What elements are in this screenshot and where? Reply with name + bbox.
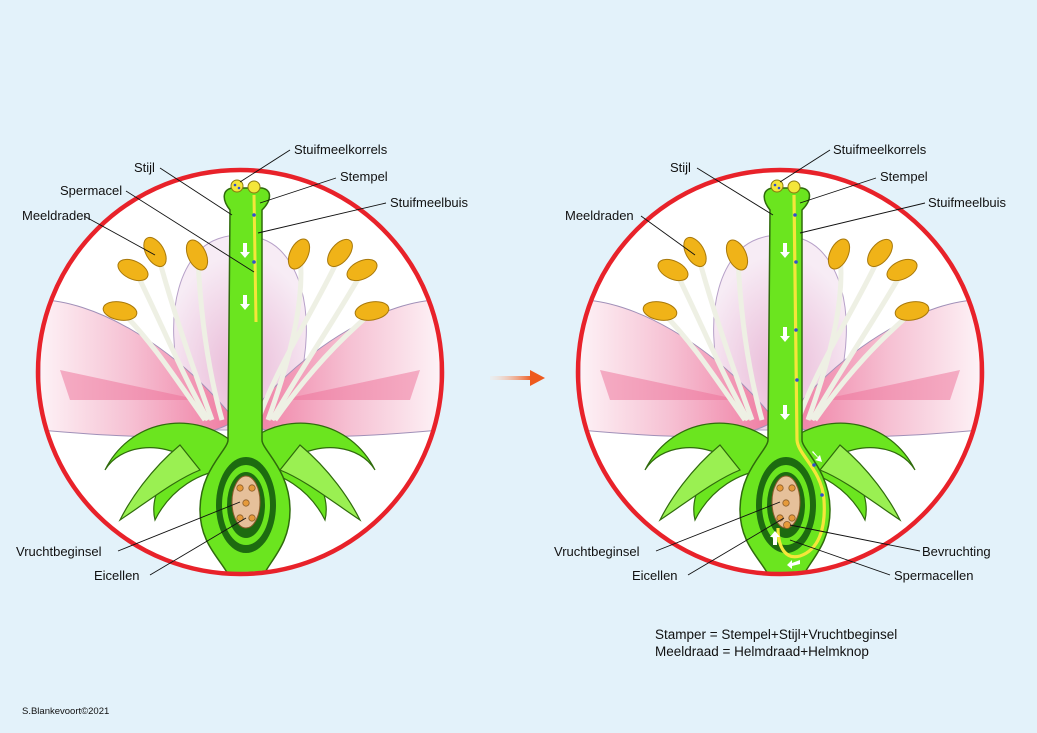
label-ovary: Vruchtbeginsel bbox=[16, 544, 102, 559]
note-pistil-definition: Stamper = Stempel+Stijl+Vruchtbeginsel bbox=[655, 627, 898, 642]
pollen-grain bbox=[770, 179, 784, 193]
anthers bbox=[642, 236, 930, 321]
label-pollen-grains: Stuifmeelkorrels bbox=[833, 142, 927, 157]
leader-lines-right bbox=[640, 149, 926, 576]
stamens bbox=[120, 253, 374, 422]
pistil bbox=[739, 187, 831, 572]
label-egg-cells: Eicellen bbox=[632, 568, 678, 583]
label-stamens: Meeldraden bbox=[22, 208, 91, 223]
label-pollen-tube: Stuifmeelbuis bbox=[928, 195, 1007, 210]
label-sperm-cell: Spermacel bbox=[60, 183, 122, 198]
tube-arrows bbox=[240, 243, 250, 310]
credit: S.Blankevoort©2021 bbox=[22, 706, 110, 717]
label-pollen-tube: Stuifmeelbuis bbox=[390, 195, 469, 210]
sepals bbox=[104, 422, 376, 522]
sepals bbox=[644, 422, 916, 522]
flower-before bbox=[35, 167, 445, 577]
flower-after bbox=[575, 167, 985, 577]
label-sperm-cells: Spermacellen bbox=[894, 568, 974, 583]
note-stamen-definition: Meeldraad = Helmdraad+Helmknop bbox=[655, 644, 869, 659]
egg-cells bbox=[776, 484, 796, 522]
pistil bbox=[199, 187, 291, 572]
label-stigma: Stempel bbox=[340, 169, 388, 184]
leader-lines-left bbox=[83, 149, 387, 576]
label-pollen-grains: Stuifmeelkorrels bbox=[294, 142, 388, 157]
stamens bbox=[660, 253, 914, 422]
label-ovary: Vruchtbeginsel bbox=[554, 544, 640, 559]
pollen-grain bbox=[787, 180, 801, 194]
label-fertilization: Bevruchting bbox=[922, 544, 991, 559]
transition-arrow bbox=[490, 370, 545, 386]
label-stigma: Stempel bbox=[880, 169, 928, 184]
label-egg-cells: Eicellen bbox=[94, 568, 140, 583]
egg-cells bbox=[236, 484, 256, 522]
label-style: Stijl bbox=[134, 160, 155, 175]
pollen-tube bbox=[776, 194, 826, 559]
magnifier-circle bbox=[35, 167, 445, 577]
tube-arrows bbox=[770, 243, 822, 569]
label-stamens: Meeldraden bbox=[565, 208, 634, 223]
pollen-grain bbox=[230, 179, 244, 193]
label-style: Stijl bbox=[670, 160, 691, 175]
anthers bbox=[102, 236, 390, 321]
pollen-grain bbox=[247, 180, 261, 194]
magnifier-circle bbox=[575, 167, 985, 577]
